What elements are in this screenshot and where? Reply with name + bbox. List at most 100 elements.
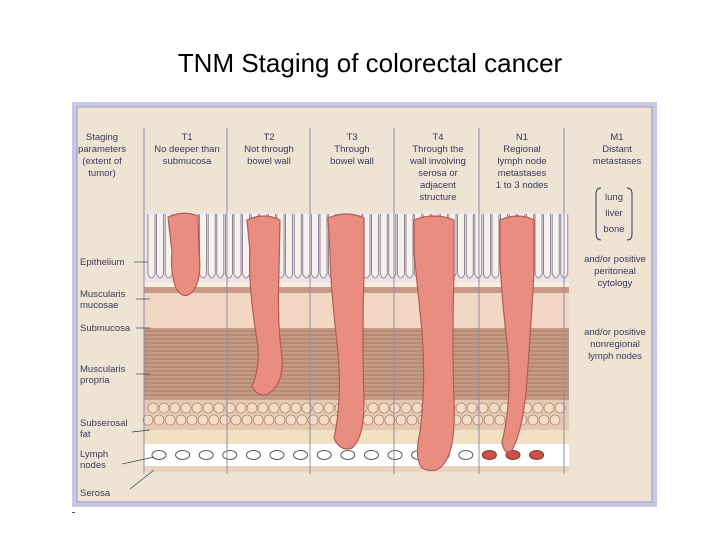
crypt <box>534 214 543 279</box>
fat-cell <box>532 402 544 414</box>
fat-cell <box>246 402 258 414</box>
crypt <box>388 214 397 279</box>
tumor-t1 <box>167 212 201 297</box>
fat-cell <box>186 414 198 426</box>
layer-label-subserosal: Subserosal <box>80 418 128 429</box>
crypt <box>371 214 379 279</box>
lymph-nodes <box>151 450 545 460</box>
fat-cell <box>191 402 203 414</box>
crypt <box>285 214 293 279</box>
crypt <box>465 214 474 279</box>
fat-cell <box>153 414 165 426</box>
fat-cell <box>290 402 302 414</box>
column-desc-t4: Through the <box>412 144 463 155</box>
fat-cell <box>373 414 385 426</box>
fat-cell <box>378 402 390 414</box>
fat-cell <box>389 402 401 414</box>
lymph-node-metastatic <box>481 450 497 460</box>
column-header-t2: T2 <box>263 132 274 143</box>
tumor-t4 <box>413 215 455 472</box>
serosa-layer <box>144 466 569 472</box>
layer-label-subserosal: fat <box>80 429 91 440</box>
column-desc-t4: adjacent <box>420 180 456 191</box>
fat-cell <box>274 414 286 426</box>
fat-cell <box>296 414 308 426</box>
metastasis-site-bone: bone <box>603 224 624 235</box>
crypt <box>311 214 319 279</box>
fat-cell <box>219 414 231 426</box>
crypt <box>319 214 328 279</box>
crypt <box>225 214 233 279</box>
m1-note-0: and/or positive <box>584 254 646 265</box>
fat-cell <box>494 414 506 426</box>
fat-cell <box>527 414 539 426</box>
lymph-node <box>175 450 191 460</box>
layer-label-muscularis: Muscularis <box>80 289 126 300</box>
layer-label-serosa: Serosa <box>80 488 111 499</box>
fat-cell <box>213 402 225 414</box>
fat-cell <box>554 402 566 414</box>
column-header-m1: M1 <box>610 132 623 143</box>
fat-cell <box>323 402 335 414</box>
column-desc-params: tumor) <box>88 168 115 179</box>
column-desc-n1: 1 to 3 nodes <box>496 180 549 191</box>
lymph-node <box>269 450 285 460</box>
crypt <box>543 214 551 279</box>
fat-cell <box>235 402 247 414</box>
crypt <box>199 214 207 279</box>
column-header-t1: T1 <box>181 132 192 143</box>
column-desc-t2: bowel wall <box>247 156 291 167</box>
m1-note-1: and/or positive <box>584 327 646 338</box>
fat-cell <box>197 414 209 426</box>
crypt <box>551 214 560 279</box>
fat-cell <box>466 402 478 414</box>
layer-label-submucosa: Submucosa <box>80 323 131 334</box>
lymph-node-metastatic <box>529 450 545 460</box>
slide-title: TNM Staging of colorectal cancer <box>177 48 563 78</box>
metastasis-bracket <box>595 187 633 241</box>
m1-note-1: lymph nodes <box>588 351 642 362</box>
fat-cell <box>202 402 214 414</box>
layer-label-epithelium: Epithelium <box>80 257 124 268</box>
column-desc-t4: serosa or <box>418 168 458 179</box>
crypt <box>483 214 491 279</box>
fat-cell <box>411 402 423 414</box>
label-leaders <box>121 261 155 490</box>
fat-cell <box>158 402 170 414</box>
fat-cell <box>477 402 489 414</box>
fat-cell <box>208 414 220 426</box>
column-header-t3: T3 <box>346 132 357 143</box>
lymph-node-metastatic <box>505 450 521 460</box>
m1-note-0: peritoneal <box>594 266 636 277</box>
fat-cell <box>263 414 275 426</box>
column-desc-t1: No deeper than <box>154 144 220 155</box>
tumor-n1 <box>499 215 535 453</box>
crypt <box>147 214 156 279</box>
fat-cell <box>268 402 280 414</box>
lymph-node <box>458 450 474 460</box>
column-desc-t1: submucosa <box>163 156 212 167</box>
crypt <box>379 214 388 279</box>
column-header-n1: N1 <box>516 132 528 143</box>
fat-cell <box>318 414 330 426</box>
tumor-t3 <box>327 213 365 450</box>
m1-note-0: cytology <box>598 278 633 289</box>
fat-cell <box>549 414 561 426</box>
fat-cell <box>384 414 396 426</box>
lymph-node-layer <box>144 444 569 466</box>
fat-cell <box>395 414 407 426</box>
column-desc-t2: Not through <box>244 144 294 155</box>
fat-cell <box>252 414 264 426</box>
column-desc-n1: metastases <box>498 168 547 179</box>
column-desc-params: Staging <box>86 132 118 143</box>
fat-cell <box>147 402 159 414</box>
column-desc-n1: Regional <box>503 144 541 155</box>
column-desc-t4: structure <box>420 192 457 203</box>
layer-label-muscularis: propria <box>80 375 110 386</box>
fat-cell <box>483 414 495 426</box>
layer-label-muscularis: Muscularis <box>80 364 126 375</box>
column-desc-t3: Through <box>334 144 369 155</box>
fat-cell <box>461 414 473 426</box>
